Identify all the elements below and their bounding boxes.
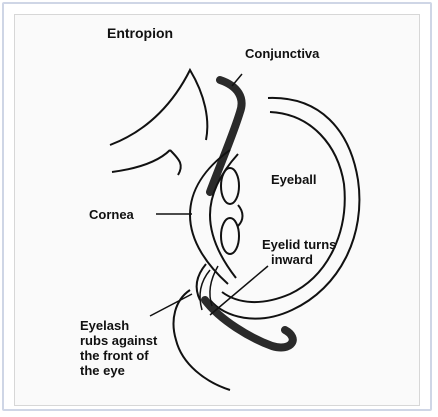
label-eyelash-line-3: the front of: [80, 348, 157, 363]
label-eyelid-turns-line-2: inward: [262, 252, 336, 267]
upper-eyelid-fold-outline: [110, 70, 207, 145]
upper-eyelid-edge: [170, 150, 181, 175]
label-eyelid-turns-line-1: Eyelid turns: [262, 237, 336, 252]
label-eyelash-line-1: Eyelash: [80, 318, 157, 333]
leader-eyelash: [150, 294, 192, 316]
iris-connector: [238, 205, 243, 226]
lower-eyelid-inner: [197, 264, 206, 300]
label-eyelid-turns-inward: Eyelid turns inward: [262, 237, 336, 267]
upper-eyelid-fold-line: [112, 150, 170, 172]
label-cornea: Cornea: [89, 207, 134, 222]
label-eyelash: Eyelash rubs against the front of the ey…: [80, 318, 157, 378]
diagram-title: Entropion: [107, 26, 173, 41]
leader-eyelid-inward: [210, 266, 268, 315]
label-eyelash-line-4: the eye: [80, 363, 157, 378]
leader-conjunctiva: [232, 74, 242, 86]
label-conjunctiva: Conjunctiva: [245, 46, 319, 61]
label-eyeball: Eyeball: [271, 172, 317, 187]
label-eyelash-line-2: rubs against: [80, 333, 157, 348]
lens-lower: [221, 218, 239, 254]
lens-upper: [221, 168, 239, 204]
